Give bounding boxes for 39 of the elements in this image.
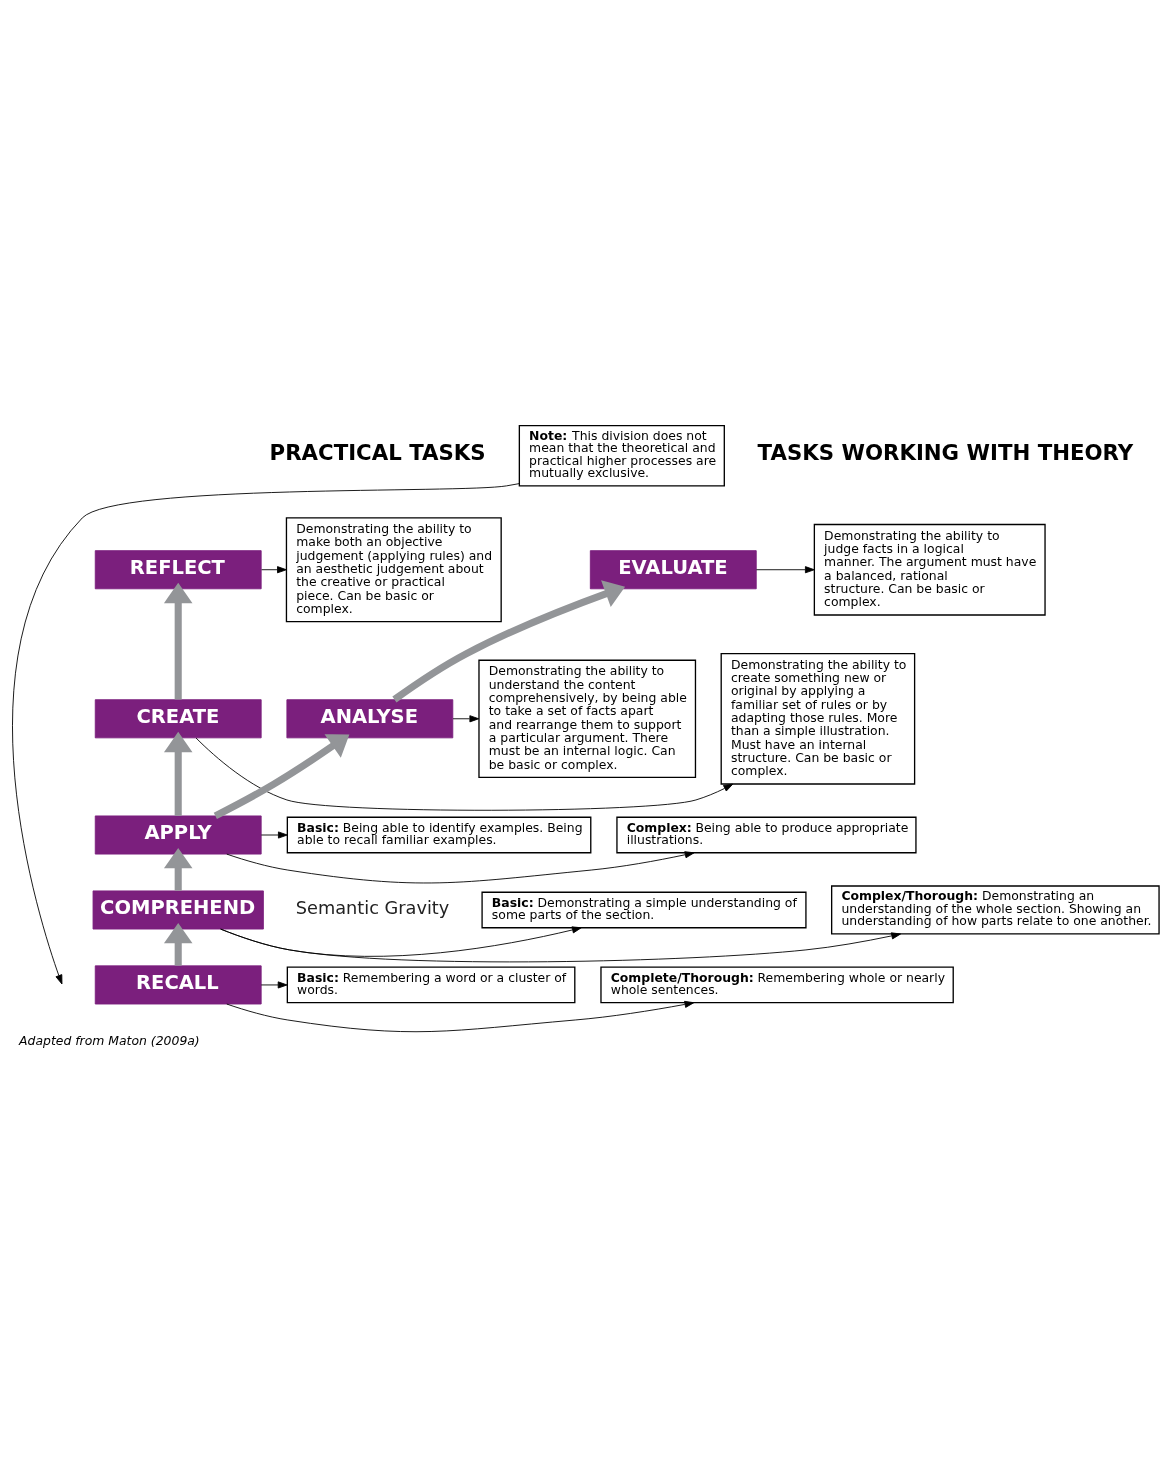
node-box: Demonstrating the ability to understand the content comprehensively, by being able to take a set of facts apart and rearrange them to support a particular argument. There must be an internal logic. Can be basic or complex. bbox=[478, 659, 697, 778]
arrow bbox=[260, 830, 288, 839]
node-box: ANALYSE bbox=[286, 698, 454, 738]
arrow bbox=[226, 1000, 695, 1032]
arrow bbox=[261, 565, 287, 573]
node-box: Note: This division does not mean that the theoretical and practical higher processes are mutually exclusive. bbox=[518, 424, 725, 487]
arrow bbox=[195, 737, 734, 811]
arrow bbox=[260, 980, 288, 988]
node-box: Complete/Thorough: Remembering whole or nearly whole sentences. bbox=[600, 966, 954, 1003]
arrow bbox=[226, 850, 695, 883]
label: TASKS WORKING WITH THEORY bbox=[757, 439, 1134, 465]
arrow bbox=[220, 925, 582, 957]
node-box: Basic: Demonstrating a simple understanding of some parts of the section. bbox=[481, 891, 807, 928]
arrow bbox=[163, 731, 193, 816]
label: Semantic Gravity bbox=[295, 897, 450, 918]
node-box: RECALL bbox=[94, 964, 262, 1004]
node-box: CREATE bbox=[94, 698, 262, 738]
node-box: Demonstrating the ability to judge facts in a logical manner. The argument must have a balanced, rational structure. Can be basic or complex. bbox=[813, 523, 1046, 616]
arrow bbox=[392, 579, 626, 702]
node-box: Demonstrating the ability to make both an objective judgement (applying rules) and an aesthetic judgement about the creative or practical piece. Can be basic or complex. bbox=[285, 516, 502, 622]
caption: Adapted from Maton (2009a) bbox=[19, 1032, 200, 1048]
arrow bbox=[163, 847, 193, 891]
label: PRACTICAL TASKS bbox=[269, 439, 486, 465]
node-box: Basic: Being able to identify examples. Being able to recall familiar examples. bbox=[286, 816, 592, 853]
node-box: EVALUATE bbox=[589, 549, 757, 589]
arrow bbox=[755, 565, 815, 573]
node-box: APPLY bbox=[94, 815, 262, 855]
node-box: Demonstrating the ability to create something new or original by applying a familiar set of rules or by adapting those rules. More than a simple illustration. Must have an internal structure. Can be basic or complex. bbox=[720, 652, 916, 785]
arrow bbox=[213, 733, 350, 819]
node-box: Complex: Being able to produce appropriate illustrations. bbox=[616, 816, 917, 853]
node-box: Basic: Remembering a word or a cluster of words. bbox=[286, 966, 576, 1003]
arrow bbox=[452, 714, 480, 722]
arrow bbox=[220, 928, 901, 962]
arrow bbox=[163, 922, 193, 966]
arrow bbox=[12, 482, 520, 984]
node-box: COMPREHEND bbox=[92, 889, 264, 929]
node-box: REFLECT bbox=[94, 549, 262, 589]
node-box: Complex/Thorough: Demonstrating an understanding of the whole section. Showing an understanding of how parts relate to one another. bbox=[831, 884, 1160, 935]
arrow bbox=[163, 582, 193, 700]
